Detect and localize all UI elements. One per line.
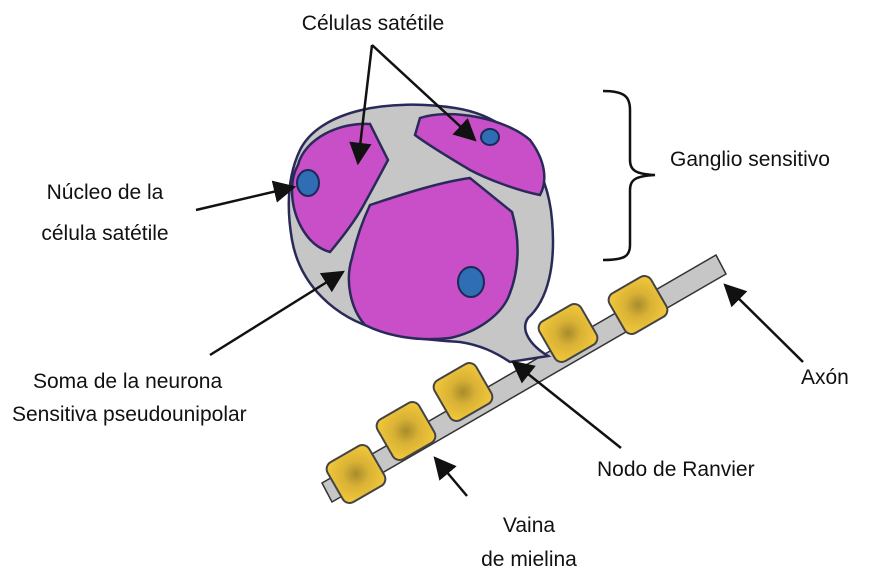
ganglion-bracket: [603, 91, 655, 260]
label-vaina-line2: de mielina: [481, 548, 577, 571]
nucleus-neuron: [458, 267, 484, 297]
label-vaina-line1: Vaina: [503, 514, 555, 537]
label-nodo-ranvier: Nodo de Ranvier: [597, 458, 755, 481]
label-soma-line2: Sensitiva pseudounipolar: [12, 403, 247, 426]
label-ganglio-sensitivo: Ganglio sensitivo: [670, 148, 830, 171]
label-nucleo-line2: célula satétile: [41, 222, 168, 245]
label-axon: Axón: [801, 366, 849, 389]
label-celulas-satelite: Células satétile: [302, 12, 444, 35]
label-nucleo-line1: Núcleo de la: [47, 181, 164, 204]
label-soma-line1: Soma de la neurona: [33, 370, 222, 393]
nucleus-right: [481, 129, 499, 145]
nucleus-left: [297, 170, 319, 196]
